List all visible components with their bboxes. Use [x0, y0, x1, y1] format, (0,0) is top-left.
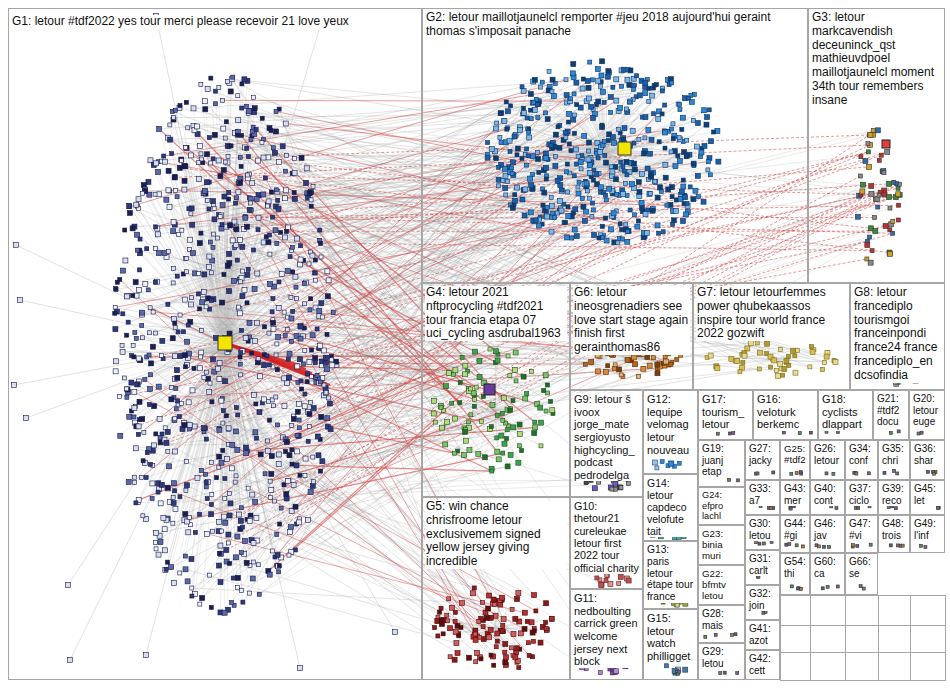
group-cell — [781, 626, 811, 653]
group-cell — [811, 596, 846, 626]
group-cell — [781, 653, 811, 681]
group-cell — [846, 626, 879, 653]
group-cell — [811, 653, 846, 681]
group-cell — [879, 626, 911, 653]
group-cell — [911, 653, 946, 681]
group-cell — [911, 626, 946, 653]
group-cell — [846, 596, 879, 626]
group-cell — [879, 653, 911, 681]
group-cell — [879, 596, 911, 626]
group-cell — [846, 653, 879, 681]
group-cell — [911, 596, 946, 626]
group-cell — [811, 626, 846, 653]
group-cell — [781, 596, 811, 626]
